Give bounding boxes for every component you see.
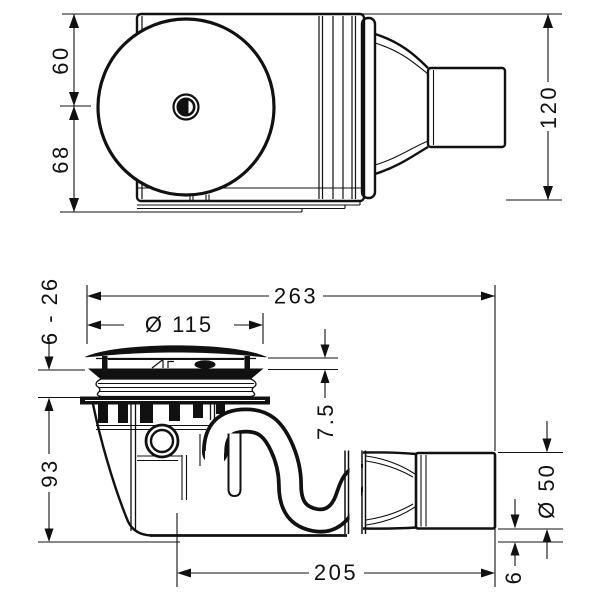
dimension-labels: 60 68 120 263 Ø 115 6 - 26 93 7.5 Ø 50 6… (37, 45, 561, 585)
top-view-end-plate (360, 16, 377, 200)
top-view-drawing (60, 12, 562, 213)
top-view-dim-lines-right (506, 14, 562, 201)
side-view-dim-7-5 (268, 329, 338, 398)
side-view-dim-263 (86, 285, 496, 451)
side-view-body-left-wall (91, 403, 153, 537)
dim-label-50: Ø 50 (534, 463, 559, 519)
side-view-trap-tube (202, 407, 387, 534)
dim-label-60: 60 (48, 45, 73, 74)
top-view-centre-knob (172, 93, 200, 121)
dim-label-6-26: 6 - 26 (37, 277, 62, 345)
side-view-dim-93 (38, 411, 180, 543)
side-view-body-internals (96, 404, 242, 531)
dim-label-115: Ø 115 (145, 312, 213, 337)
dim-label-68: 68 (48, 144, 73, 173)
top-view-outlet-pipe (426, 66, 507, 149)
dim-label-120: 120 (536, 85, 561, 129)
side-view-dim-6-26 (38, 338, 85, 411)
dim-label-93: 93 (37, 458, 62, 487)
side-view-dim-115 (87, 313, 264, 344)
dim-label-205: 205 (314, 560, 358, 585)
side-view-outlet-pipe (414, 451, 497, 530)
dim-label-263: 263 (274, 284, 318, 309)
side-view-cover-assembly (80, 345, 270, 405)
side-view-drawing (38, 285, 563, 587)
side-view-cap (85, 345, 267, 358)
side-view-outlet-horn (344, 450, 417, 534)
side-view-dim-50 (498, 421, 563, 559)
side-view-dim-205 (176, 513, 496, 587)
top-view-dim-lines-left (60, 14, 91, 212)
dim-label-6: 6 (501, 570, 526, 585)
dim-label-7-5: 7.5 (313, 402, 338, 440)
side-view-dim-6 (498, 499, 563, 566)
